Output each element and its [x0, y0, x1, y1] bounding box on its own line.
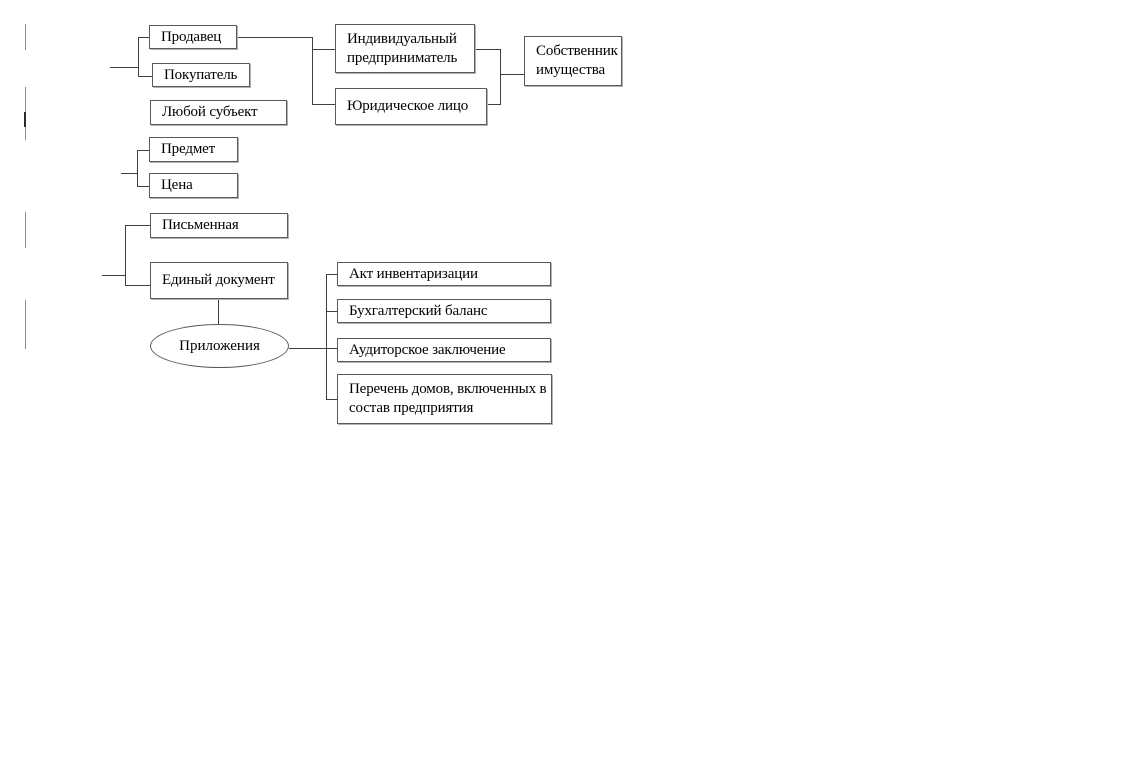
connector-bracket-written-document: [125, 225, 126, 286]
connector-branch-legal-entity: [312, 104, 335, 105]
box-subject: Предмет: [149, 137, 238, 162]
connector-bracket-owner: [500, 49, 501, 105]
connector-branch-seller: [138, 37, 149, 38]
connector-bracket-entrepreneur-legal: [312, 37, 313, 104]
box-buyer: Покупатель: [152, 63, 250, 87]
box-house-list: Перечень домов, включенных в состав пред…: [337, 374, 552, 424]
box-single-document: Единый документ: [150, 262, 288, 299]
box-any-subject: Любой субъект: [150, 100, 287, 125]
connector-bracket-attachments: [326, 274, 327, 400]
connector-legal-entity-right: [487, 104, 500, 105]
connector-attachments-right: [289, 348, 337, 349]
connector-branch-inventory-act: [326, 274, 337, 275]
connector-branch-single-document: [125, 285, 150, 286]
connector-branch-balance-sheet: [326, 311, 337, 312]
connector-branch-house-list: [326, 399, 337, 400]
ellipse-attachments: Приложения: [150, 324, 289, 368]
box-balance-sheet: Бухгалтерский баланс: [337, 299, 551, 323]
connector-seller-right: [237, 37, 312, 38]
left-margin-tick-2-dark-segment: [24, 112, 26, 127]
box-inventory-act: Акт инвентаризации: [337, 262, 551, 286]
connector-stub-seller-buyer: [110, 67, 138, 68]
connector-branch-subject: [137, 150, 149, 151]
connector-stub-written-document: [102, 275, 125, 276]
box-written-form: Письменная: [150, 213, 288, 238]
connector-entrepreneur-right: [475, 49, 500, 50]
box-price: Цена: [149, 173, 238, 198]
left-margin-tick-4: [25, 300, 26, 349]
connector-branch-entrepreneur: [312, 49, 335, 50]
left-margin-tick-3: [25, 212, 26, 248]
connector-document-to-attachments: [218, 299, 219, 325]
box-seller: Продавец: [149, 25, 237, 49]
box-audit-report: Аудиторское заключение: [337, 338, 551, 362]
connector-branch-written: [125, 225, 150, 226]
connector-branch-buyer: [138, 76, 152, 77]
left-margin-tick-1: [25, 24, 26, 50]
box-property-owner: Собственник имущества: [524, 36, 622, 86]
box-legal-entity: Юридическое лицо: [335, 88, 487, 125]
connector-branch-price: [137, 186, 149, 187]
connector-stub-subject-price: [121, 173, 137, 174]
connector-bracket-seller-buyer: [138, 37, 139, 77]
connector-bracket-subject-price: [137, 150, 138, 187]
connector-to-owner: [500, 74, 524, 75]
box-individual-entrepreneur: Индивидуальный предприниматель: [335, 24, 475, 73]
